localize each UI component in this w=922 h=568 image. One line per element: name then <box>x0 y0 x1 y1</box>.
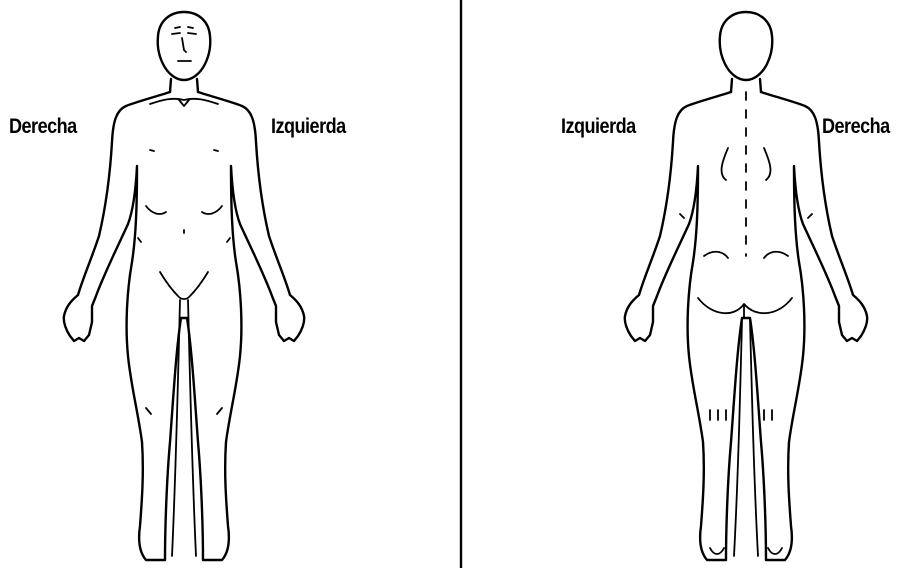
front-left-side-label: Izquierda <box>271 114 346 140</box>
front-body-outline <box>64 92 304 560</box>
front-right-side-label: Derecha <box>9 114 77 140</box>
back-head <box>720 12 773 80</box>
front-collar <box>150 99 218 106</box>
back-heel-marks <box>710 548 782 554</box>
back-buttocks <box>698 298 792 318</box>
front-inner-legs <box>172 300 196 556</box>
back-body-figure <box>625 12 867 560</box>
front-arm-marks <box>138 238 230 242</box>
back-right-side-label: Derecha <box>822 114 890 140</box>
front-groin <box>160 272 208 299</box>
front-body-figure <box>64 12 304 560</box>
back-body-outline <box>625 92 867 560</box>
front-face-features <box>172 27 196 61</box>
front-chest-marks <box>146 150 222 233</box>
front-knee-marks <box>146 408 222 414</box>
back-left-side-label: Izquierda <box>561 114 636 140</box>
back-knee-marks <box>710 410 772 420</box>
